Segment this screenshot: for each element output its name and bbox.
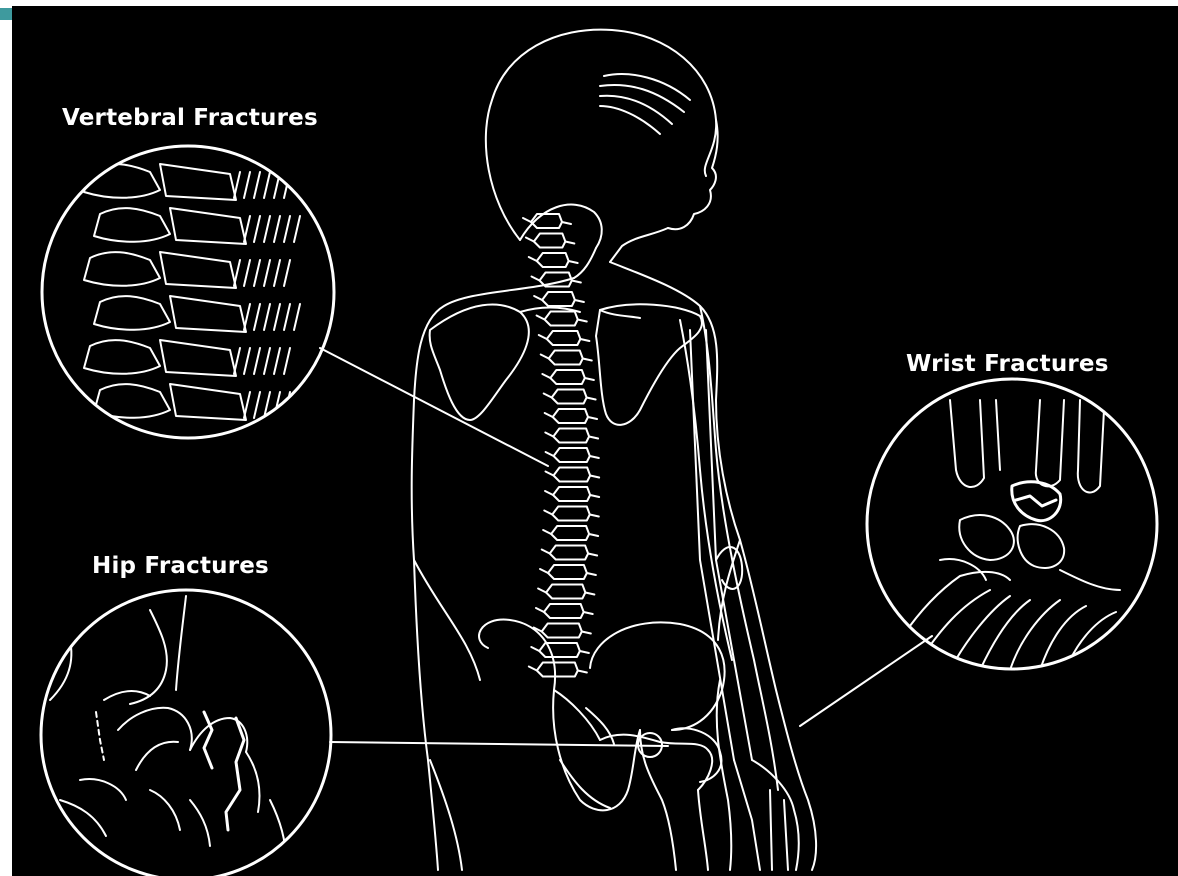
page-edge [0, 0, 12, 876]
frame-accent [0, 8, 12, 20]
osteoporosis-fracture-illustration [12, 6, 1178, 876]
vertebral-fractures-label: Vertebral Fractures [62, 105, 318, 131]
wrist-fractures-label: Wrist Fractures [906, 351, 1109, 377]
hip-fractures-label: Hip Fractures [92, 553, 269, 579]
